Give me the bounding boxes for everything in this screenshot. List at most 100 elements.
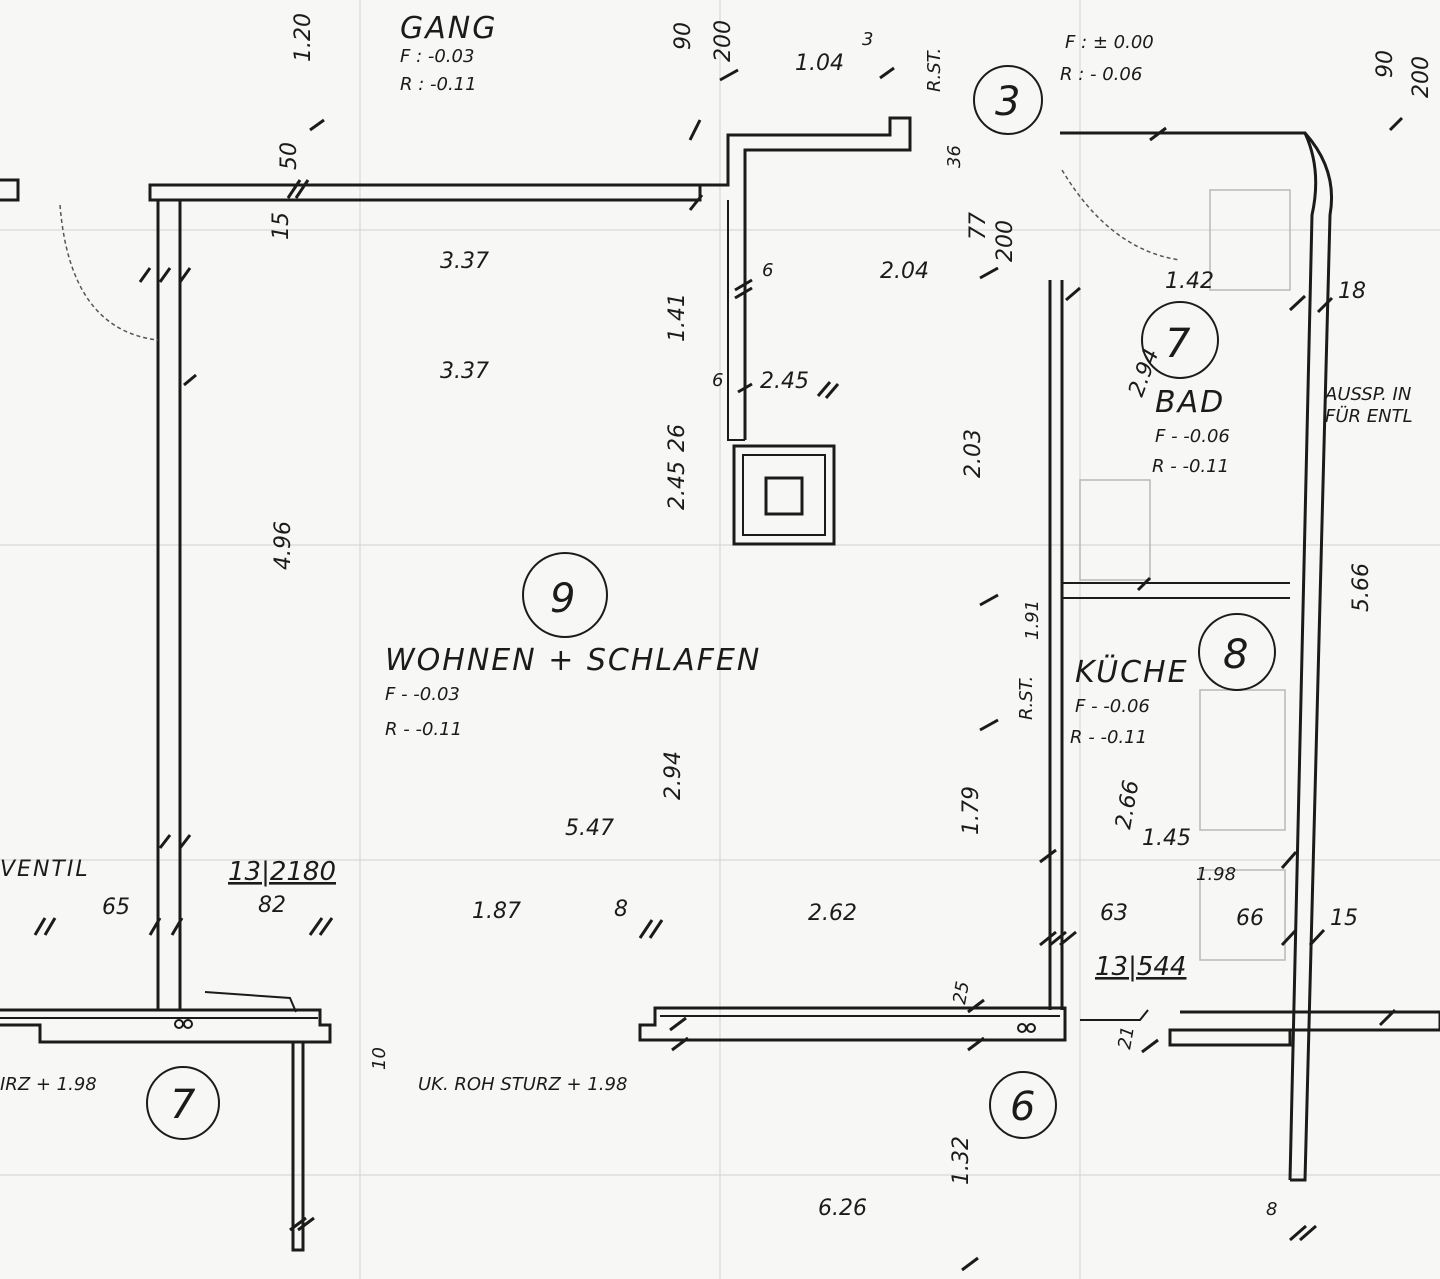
corridor-raw-level: R : - 0.06: [1060, 64, 1142, 85]
dimension-ticks: [33, 66, 1404, 1272]
chimney-core: [764, 476, 804, 516]
circle-7-lower: [146, 1066, 220, 1140]
sturz-left-label: IRZ + 1.98: [0, 1074, 97, 1095]
dim-label: 82: [258, 893, 286, 918]
dim-label: 8: [1266, 1199, 1277, 1220]
circle-wohnen: [522, 552, 608, 638]
dim-label: 6.26: [818, 1196, 867, 1221]
window-left: [204, 991, 297, 1013]
dim-label: 3: [862, 29, 873, 50]
chimney-mid: [742, 454, 826, 536]
dim-label: 200: [711, 20, 736, 62]
drain-left-2: [183, 1019, 193, 1029]
wall-bath-kitchen: [1062, 582, 1290, 599]
wall-bath-left: [1048, 280, 1064, 1010]
circle-6-lower: [989, 1071, 1057, 1139]
dim-label: 1.91: [1022, 600, 1043, 640]
dim-label: 1.41: [665, 293, 690, 342]
kueche-raw-level: R - -0.11: [1070, 727, 1147, 748]
dim-label: 63: [1100, 901, 1128, 926]
dim-label: 1.87: [472, 899, 521, 924]
room-number-7-lower: 7: [170, 1082, 196, 1128]
circle-bad: [1141, 301, 1219, 379]
dim-label: 15: [269, 212, 294, 240]
gang-raw-level: R : -0.11: [400, 74, 477, 95]
wall-post-lower: [291, 1042, 305, 1252]
drain-mid-1: [1017, 1023, 1027, 1033]
room-number-kueche: 8: [1223, 632, 1248, 678]
circle-3: [973, 65, 1043, 135]
wall-flue-inner: [727, 200, 745, 441]
gang-floor-level: F : -0.03: [400, 46, 474, 67]
room-number-bad: 7: [1165, 321, 1191, 367]
sturz-mid-label: UK. ROH STURZ + 1.98: [418, 1074, 627, 1095]
chimney-outer: [732, 444, 836, 546]
section-label-right: 13|544: [1095, 952, 1186, 982]
wohnen-floor-level: F - -0.03: [385, 684, 460, 705]
dim-label: 200: [993, 220, 1018, 262]
window-right: [1080, 1009, 1149, 1021]
room-number-3: 3: [995, 79, 1020, 125]
room-name-kueche: KÜCHE: [1075, 654, 1189, 690]
dim-label: 25: [949, 980, 974, 1006]
dim-label: 18: [1338, 279, 1366, 304]
rst-label-1: R.ST.: [924, 48, 945, 92]
dim-label: 3.37: [440, 249, 489, 274]
dim-label: 8: [614, 897, 628, 922]
dim-label: 200: [1409, 56, 1434, 98]
dim-label: 1.79: [959, 786, 984, 835]
drain-left-1: [174, 1019, 184, 1029]
drain-mid-2: [1026, 1023, 1036, 1033]
section-label-left: 13|2180: [228, 857, 336, 887]
dim-label: 4.96: [271, 521, 296, 570]
bathtub: [1209, 189, 1291, 291]
fixtures: [59, 169, 1291, 1033]
dim-label: 66: [1236, 906, 1264, 931]
dim-label: 90: [671, 22, 696, 50]
ausspar-label-2: FÜR ENTL: [1325, 405, 1413, 427]
dim-label: 26: [665, 424, 690, 452]
dim-label: 1.04: [795, 51, 844, 76]
dim-label: 36: [944, 145, 965, 168]
dim-label: 21: [1114, 1025, 1139, 1051]
wall-flue: [700, 116, 912, 440]
dim-label: 1.42: [1165, 269, 1214, 294]
dim-label: 1.20: [291, 13, 316, 62]
wall-bottom-right: [1168, 1010, 1440, 1047]
wall-bath-top: [1060, 131, 1334, 1182]
room-circles: [146, 65, 1276, 1140]
wall-left-living: [156, 200, 182, 1010]
dim-label: 2.62: [808, 901, 857, 926]
dim-label: 1.98: [1196, 864, 1236, 885]
dim-label: 15: [1330, 906, 1358, 931]
ventil-label: VENTIL: [0, 857, 90, 882]
bad-floor-level: F - -0.06: [1155, 426, 1230, 447]
wall-top-living: [148, 183, 702, 202]
dim-label: 6: [712, 370, 723, 391]
ausspar-label-1: AUSSP. IN: [1324, 384, 1411, 405]
room-name-gang: GANG: [400, 11, 497, 46]
dim-label: 50: [277, 142, 302, 170]
wall-bottom-left: [0, 1008, 332, 1044]
room-number-6-lower: 6: [1010, 1084, 1035, 1130]
dim-label: 2.66: [1111, 778, 1144, 831]
dim-label: 1.32: [949, 1136, 974, 1185]
walls: [0, 116, 1440, 1252]
circle-kueche: [1198, 613, 1276, 691]
dim-label: 65: [102, 895, 130, 920]
dim-label: 90: [1373, 50, 1398, 78]
corridor-floor-level: F : ± 0.00: [1065, 32, 1154, 53]
room-name-wohnen: WOHNEN + SCHLAFEN: [385, 643, 761, 678]
dim-label: 10: [369, 1047, 390, 1070]
rst-label-2: R.ST.: [1016, 676, 1037, 720]
dim-label: 77: [966, 212, 991, 240]
dim-label: 2.04: [880, 259, 929, 284]
dim-label: 2.45: [665, 461, 690, 510]
dim-label: 2.03: [961, 429, 986, 478]
dim-label: 6: [762, 260, 773, 281]
door-swing-left: [59, 204, 159, 341]
dimension-labels: 1.20 90 200 1.04 3 50 15 3.37 3.37 2.04 …: [102, 13, 1434, 1221]
bad-raw-level: R - -0.11: [1152, 456, 1229, 477]
